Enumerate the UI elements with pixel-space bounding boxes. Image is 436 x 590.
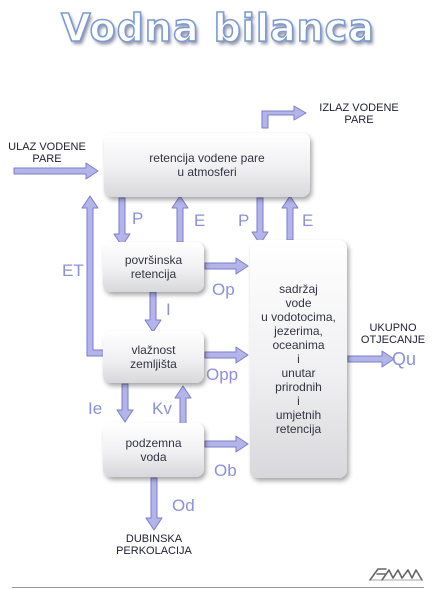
symbol-e-1: E	[194, 211, 206, 230]
percolation-arrow	[116, 383, 134, 423]
symbol-p-2: P	[238, 211, 250, 230]
evapotranspiration-arrow	[81, 195, 109, 357]
diagram-title: Vodna bilanca	[60, 5, 375, 51]
atmosphere-retention-text: retencija vodene pare u atmosferi	[149, 151, 265, 179]
output-vapor-label: IZLAZ VODENE PARE	[319, 102, 399, 126]
surface-runoff-arrow	[204, 257, 249, 275]
deep-percolation-label: DUBINSKA PERKOLACIJA	[116, 533, 192, 557]
surface-retention-text: površinska retencija	[124, 253, 183, 281]
evaporation-arrow-2	[281, 195, 299, 241]
water-bodies-box: sadržaj vode u vodotocima, jezerima, oce…	[250, 240, 347, 478]
groundwater-box: podzemna voda	[103, 423, 204, 477]
symbol-et: ET	[62, 261, 84, 280]
soil-moisture-text: vlažnost zemljišta	[130, 343, 177, 371]
surface-retention-box: površinska retencija	[103, 242, 204, 292]
signature-logo-icon	[369, 568, 423, 581]
symbol-e-2: E	[302, 211, 314, 230]
infiltration-arrow	[144, 291, 162, 333]
precipitation-arrow-2	[251, 197, 269, 245]
subsurface-runoff-arrow	[204, 346, 249, 364]
symbol-ie: Ie	[88, 399, 103, 418]
symbol-opp: Opp	[206, 365, 239, 384]
symbol-i: I	[166, 300, 171, 319]
total-runoff-label: UKUPNO OTJECANJE	[360, 322, 426, 346]
output-vapor-arrow	[261, 105, 307, 129]
symbol-od: Od	[172, 496, 195, 515]
capillary-rise-arrow	[174, 385, 192, 426]
input-vapor-label: ULAZ VODENE PARE	[8, 141, 86, 165]
groundwater-text: podzemna voda	[125, 436, 182, 464]
footer-divider	[12, 587, 424, 588]
evaporation-arrow-1	[171, 195, 189, 243]
deep-percolation-arrow	[145, 477, 163, 531]
atmosphere-retention-box: retencija vodene pare u atmosferi	[104, 133, 310, 197]
symbol-op: Op	[212, 280, 235, 299]
soil-moisture-box: vlažnost zemljišta	[103, 331, 204, 383]
symbol-kv: Kv	[152, 399, 172, 418]
symbol-p-1: P	[132, 209, 144, 228]
symbol-qu: Qu	[392, 349, 417, 369]
symbol-ob: Ob	[214, 461, 237, 480]
baseflow-arrow	[204, 435, 249, 453]
precipitation-arrow-1	[113, 197, 131, 247]
input-vapor-arrow	[13, 162, 99, 180]
water-bodies-text: sadržaj vode u vodotocima, jezerima, oce…	[261, 282, 336, 436]
total-runoff-arrow	[347, 350, 395, 368]
